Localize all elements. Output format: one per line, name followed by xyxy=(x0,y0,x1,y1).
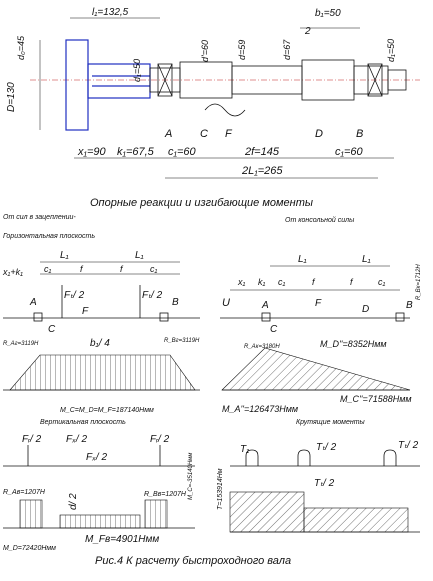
horizontal-plane-diagram: От сил в зацеплении- Горизонтальная плос… xyxy=(2,214,200,414)
dim-D: D=130 xyxy=(6,82,17,112)
c-ma: M_A''=126473Нмм xyxy=(222,404,298,414)
h-rag: R_Aг=3119Н xyxy=(3,341,39,347)
dim-b1: b₁=50 xyxy=(315,8,341,19)
h-point-a: A xyxy=(29,297,37,308)
v-rbv: R_Bв=1207Н xyxy=(144,491,187,498)
c-u: U xyxy=(222,297,230,309)
dim-d1: d₁=50 xyxy=(132,59,142,82)
torque-t2c: Tₜ/ 2 xyxy=(314,478,335,489)
torque-title: Крутящие моменты xyxy=(296,419,366,426)
h-L1a: L₁ xyxy=(60,250,69,261)
h-c1a: c₁ xyxy=(44,264,52,274)
h-fa: f xyxy=(80,264,84,274)
torque-t1: T₁ xyxy=(240,444,249,455)
h-ft2: Fₜ/ 2 xyxy=(142,290,163,301)
h-ft1: Fₜ/ 2 xyxy=(64,290,85,301)
c-fb: f xyxy=(350,277,354,287)
dim-d-top: d₀=45 xyxy=(16,35,26,60)
c-c1a: c₁ xyxy=(278,277,286,287)
torque-t2b: Tₜ/ 2 xyxy=(398,440,419,451)
c-L1a: L₁ xyxy=(298,254,307,265)
h-fb: f xyxy=(120,264,124,274)
figure-caption: Рис.4 К расчету быстроходного вала xyxy=(95,555,291,567)
dim-x1: x₁=90 xyxy=(77,146,107,158)
cantilever-title: От консольной силы xyxy=(285,216,355,224)
h-rbg: R_Bг=3119Н xyxy=(164,338,200,344)
vertical-title: Вертикальная плоскость xyxy=(40,419,126,426)
c-k1: k₁ xyxy=(258,277,266,287)
cantilever-diagram: От консольной силы L₁ L₁ x₁ k₁ c₁ f f c₁… xyxy=(220,216,422,414)
c-rbk: R_Bк=1712Н xyxy=(416,264,422,300)
c-point-a: A xyxy=(261,300,269,311)
h-L1b: L₁ xyxy=(135,250,144,261)
main-title: Опорные реакции и изгибающие моменты xyxy=(90,197,313,209)
c-x1: x₁ xyxy=(237,277,246,287)
torque-t2a: Tₜ/ 2 xyxy=(316,442,337,453)
c-point-d: D xyxy=(362,304,369,315)
dim-2f: 2f=145 xyxy=(244,146,280,158)
v-mcv: M_C=-35140Нмм xyxy=(188,453,194,500)
shaft-drawing: A C F D B l₁=132,5 b₁=50 2 d₀=45 D=130 d… xyxy=(6,7,420,179)
dim-l1: l₁=132,5 xyxy=(92,7,129,18)
v-fr1: Fᵣ/ 2 xyxy=(22,434,42,445)
c-mc: M_C''=71588Нмм xyxy=(340,394,412,404)
h-point-f: F xyxy=(82,306,89,317)
torque-diagram: T=153914Нм T₁ Tₜ/ 2 Tₜ/ 2 Tₜ/ 2 xyxy=(217,440,420,533)
h-c1b: c₁ xyxy=(150,264,158,274)
c-point-f: F xyxy=(315,298,322,309)
bearing-a xyxy=(157,63,173,97)
v-fx: Fₓ/ 2 xyxy=(86,452,107,463)
point-c-label: C xyxy=(200,128,208,140)
h-point-c: C xyxy=(48,324,56,335)
v-fr2: Fᵣ/ 2 xyxy=(150,434,170,445)
dim-k1: k₁=67,5 xyxy=(117,146,155,158)
bearing-b xyxy=(367,63,383,97)
v-fa: Fₓ/ 2 xyxy=(66,434,87,445)
v-mdv: M_D=72420Нмм xyxy=(3,545,56,552)
c-L1b: L₁ xyxy=(362,254,371,265)
v-rav: R_Aв=1207Н xyxy=(3,489,46,496)
v-mfv: M_Fв=4901Нмм xyxy=(85,534,159,545)
point-b-label: B xyxy=(356,128,363,140)
c-rak: R_Aк=3180Н xyxy=(244,344,280,350)
c-point-b: B xyxy=(406,300,413,311)
vertical-plane-diagram: Вертикальная плоскость Fᵣ/ 2 Fₓ/ 2 Fᵣ/ 2… xyxy=(3,419,195,552)
c-c1b: c₁ xyxy=(378,277,386,287)
h-point-b: B xyxy=(172,297,179,308)
dim-c1b: c₁=60 xyxy=(335,146,364,158)
c-point-c: C xyxy=(270,324,278,335)
c-md: M_D''=8352Нмм xyxy=(320,339,387,349)
dim-d3: d=59 xyxy=(237,40,247,60)
h-mg: M_C=M_D=M_F=187140Нмм xyxy=(60,407,154,414)
h-b4: b₁/ 4 xyxy=(90,338,110,349)
horizontal-title: Горизонтальная плоскость xyxy=(3,233,95,240)
dim-d5: d₁=50 xyxy=(386,39,396,62)
dim-d4: d=67 xyxy=(282,39,292,60)
dim-2L1: 2L₁=265 xyxy=(241,165,283,177)
point-d-label: D xyxy=(315,128,323,140)
h-xk: x₁+k₁ xyxy=(2,267,23,277)
dim-d2: d'=60 xyxy=(200,40,210,62)
torque-value: T=153914Нм xyxy=(217,468,224,510)
point-a-label: A xyxy=(164,128,172,140)
v-d2: d/ 2 xyxy=(68,493,79,510)
c-fa: f xyxy=(312,277,316,287)
point-f-label: F xyxy=(225,128,233,140)
dim-c1a: c₁=60 xyxy=(168,146,197,158)
mesh-title: От сил в зацеплении- xyxy=(3,214,76,221)
coupling-flange xyxy=(65,39,89,131)
dim-b1-den: 2 xyxy=(304,26,311,37)
